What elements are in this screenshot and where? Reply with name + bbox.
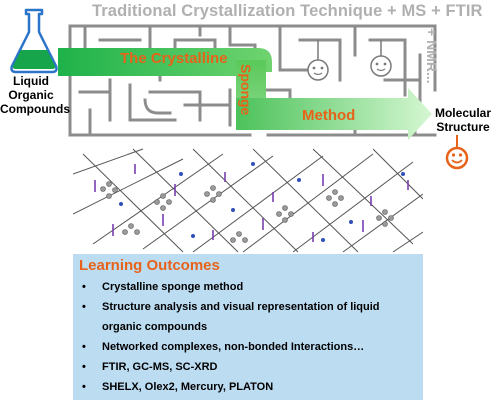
list-item: • Structure analysis and visual represent… [82, 297, 422, 317]
input-label-line: Organic [8, 88, 54, 102]
list-item: organic compounds [82, 317, 422, 337]
flask-icon [10, 8, 58, 74]
diagram-title: Traditional Crystallization Technique + … [92, 2, 483, 20]
smiley-icon [445, 135, 469, 170]
list-item-text: Structure analysis and visual representa… [102, 301, 380, 313]
flow-arrow [58, 48, 432, 140]
list-item: • Crystalline sponge method [82, 277, 422, 297]
learning-outcomes-panel [73, 254, 423, 400]
list-item: • SHELX, Olex2, Mercury, PLATON [82, 377, 422, 397]
list-item-text: Crystalline sponge method [102, 281, 244, 293]
learning-outcomes-title: Learning Outcomes [79, 257, 220, 274]
flow-label-method: Method [302, 107, 356, 124]
input-label-line: Compounds [0, 102, 70, 116]
list-item-text: organic compounds [102, 321, 208, 333]
output-label-line: Structure [436, 120, 490, 134]
output-label-line: Molecular [434, 106, 491, 120]
bullet-icon: • [82, 301, 86, 313]
crystal-structure-image [72, 144, 424, 254]
list-item: • FTIR, GC-MS, SC-XRD [82, 357, 422, 377]
bullet-icon: • [82, 341, 86, 353]
learning-outcomes-list: • Crystalline sponge method • Structure an… [82, 277, 422, 397]
output-label: Molecular Structure [428, 106, 498, 134]
bullet-icon: • [82, 361, 86, 373]
list-item: • Networked complexes, non-bonded Interac… [82, 337, 422, 357]
list-item-text: SHELX, Olex2, Mercury, PLATON [102, 381, 274, 393]
bullet-icon: • [82, 381, 86, 393]
input-label-line: Liquid [13, 74, 49, 88]
input-label: Liquid Organic Compounds [0, 74, 70, 116]
crystal-structure-drawing [72, 148, 424, 253]
list-item-text: Networked complexes, non-bonded Interact… [102, 341, 365, 353]
nmr-label: + NMR... [424, 28, 440, 84]
flow-label-crystalline: The Crystalline [120, 50, 228, 67]
flow-label-sponge: Sponge [238, 64, 254, 116]
bullet-icon: • [82, 281, 86, 293]
list-item-text: FTIR, GC-MS, SC-XRD [102, 361, 218, 373]
